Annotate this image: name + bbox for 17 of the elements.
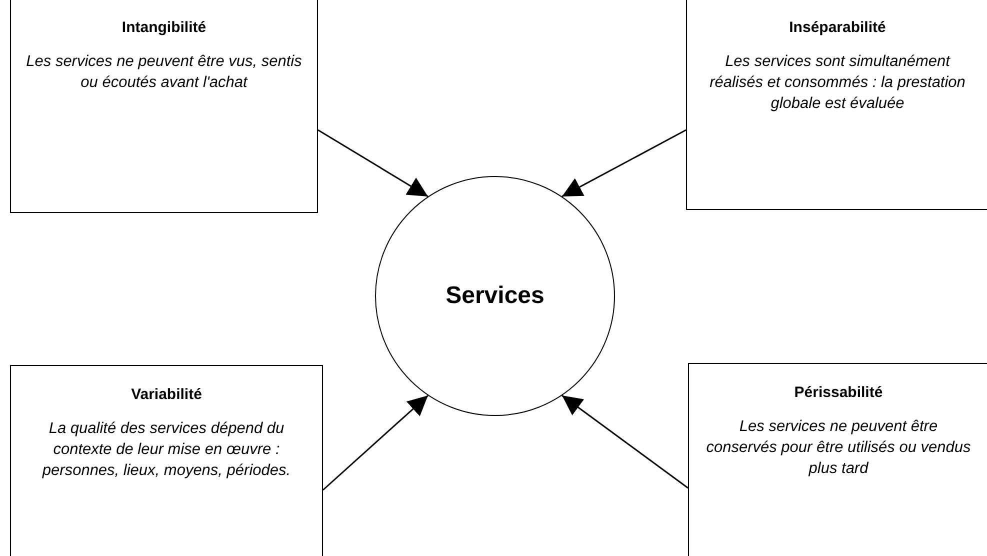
box-description: La qualité des services dépend du contexte de leur mise en œuvre : personnes, lieux, moyens, périodes. — [41, 419, 292, 481]
arrow — [562, 394, 688, 489]
arrow — [562, 129, 686, 198]
box-description: Les services ne peuvent être conservés pour être utilisés ou vendus plus tard — [705, 417, 972, 479]
arrow — [318, 129, 428, 198]
box-heading: Variabilité — [130, 386, 203, 403]
box-heading: Intangibilité — [120, 19, 208, 36]
property-box — [686, 0, 987, 210]
box-description: Les services sont simultanément réalisés et consommés : la prestation globale est évaluée — [708, 52, 966, 114]
box-heading: Inséparabilité — [788, 19, 887, 36]
property-box — [10, 0, 318, 213]
property-box — [688, 363, 987, 556]
arrow — [322, 394, 428, 491]
box-description: Les services ne peuvent être vus, sentis ou écoutés avant l'achat — [25, 52, 303, 93]
property-box — [10, 365, 323, 556]
box-heading: Périssabilité — [793, 384, 884, 401]
circle-label: Services — [446, 282, 544, 310]
